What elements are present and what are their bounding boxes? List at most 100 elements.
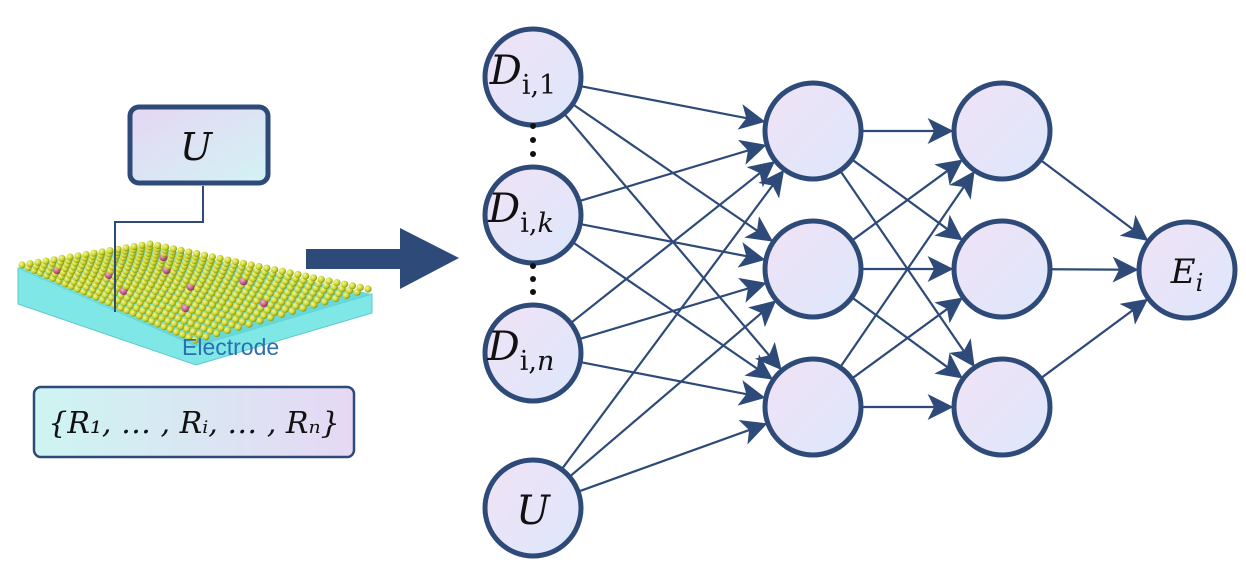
surface-atom [260, 311, 268, 320]
surface-atom [181, 317, 189, 325]
surface-atom [58, 254, 66, 262]
surface-atom [270, 308, 279, 316]
surface-atom [208, 314, 216, 322]
surface-atom [317, 275, 325, 283]
ellipsis-dots-lower [530, 263, 536, 295]
surface-atom [221, 318, 229, 326]
surface-atom [98, 248, 106, 256]
surface-atom [239, 259, 247, 267]
coordinates-set-label: {R₁, … , Rᵢ, … , Rₙ} [48, 406, 340, 441]
surface-atom [177, 322, 185, 330]
surface-atom [195, 330, 204, 338]
network-edge [851, 296, 963, 379]
input-node-4 [482, 457, 584, 559]
surface-atom [66, 253, 74, 261]
surface-atom [218, 311, 226, 319]
surface-atom [205, 306, 213, 314]
surface-atom [74, 252, 82, 260]
surface-atom [169, 245, 177, 253]
surface-atom [299, 304, 307, 312]
surface-atom [189, 328, 197, 336]
surface-atom [210, 321, 219, 330]
surface-atom [277, 310, 286, 319]
output-label-e-i: Ei [1170, 252, 1204, 297]
surface-atom [152, 312, 160, 320]
electrode-label: Electrode [182, 334, 279, 360]
surface-atom [188, 306, 196, 314]
network-edge [578, 139, 767, 203]
surface-atom [114, 245, 122, 253]
surface-atom [187, 319, 195, 327]
surface-atom [286, 269, 294, 277]
surface-atom [172, 328, 181, 336]
surface-atom [206, 327, 214, 335]
surface-atom [177, 246, 185, 254]
surface-atom [185, 248, 193, 256]
surface-atom [224, 256, 232, 264]
surface-atom [310, 301, 318, 309]
surface-atom [154, 320, 162, 328]
surface-atom [193, 250, 201, 258]
surface-atom [106, 247, 114, 255]
surface-atom [162, 309, 170, 317]
surface-atom [246, 307, 254, 315]
surface-atom [18, 261, 26, 269]
surface-atom [135, 312, 143, 320]
surface-atom [229, 308, 237, 316]
surface-atom [288, 307, 296, 315]
network-edge [839, 169, 975, 368]
coordinates-box: {R₁, … , Rᵢ, … , Rₙ} [32, 385, 356, 459]
network-edge [571, 103, 774, 242]
surface-atom [138, 241, 146, 249]
surface-atom [223, 326, 231, 334]
surface-atom [50, 256, 58, 264]
network-edge [578, 277, 767, 341]
surface-atom [148, 317, 156, 325]
network-edge [1039, 298, 1149, 380]
surface-atom [123, 306, 131, 315]
network-edge [569, 161, 776, 325]
surface-atom [170, 320, 178, 328]
surface-atom [253, 309, 261, 317]
surface-atom [228, 321, 236, 329]
network-nodes [482, 26, 1238, 559]
network-edges [560, 85, 1149, 493]
surface-atom [122, 244, 130, 252]
ellipsis-dots-upper [530, 123, 536, 157]
surface-atom [168, 312, 176, 320]
hidden1-node-1 [762, 80, 864, 182]
flow-arrow [306, 228, 459, 289]
surface-atom [292, 302, 300, 310]
hidden2-node-2 [951, 218, 1053, 320]
network-edge [851, 159, 963, 242]
network-edge [1039, 158, 1149, 241]
surface-atom [130, 243, 138, 251]
surface-atom [174, 314, 182, 322]
surface-atom [164, 317, 172, 325]
surface-atom [235, 310, 244, 318]
surface-atom [333, 279, 341, 287]
network-edge [560, 169, 785, 471]
hidden2-node-1 [951, 80, 1053, 182]
surface-atom [208, 253, 216, 261]
surface-atom [90, 249, 98, 257]
connection-wire [114, 186, 204, 312]
surface-atom [202, 333, 210, 341]
surface-atom [271, 266, 279, 274]
network-edge [571, 241, 774, 380]
surface-atom [263, 306, 272, 314]
surface-atom [193, 322, 202, 330]
surface-atom [348, 282, 356, 290]
surface-atom [267, 314, 275, 322]
surface-atom [34, 258, 42, 266]
surface-atom [139, 307, 147, 315]
surface-atom [222, 305, 230, 314]
surface-atom [145, 309, 153, 317]
network-edge [851, 297, 963, 380]
hidden1-node-2 [762, 218, 864, 320]
hidden1-node-3 [762, 356, 864, 458]
surface-atom [158, 314, 166, 323]
surface-atom [142, 315, 150, 323]
surface-atom [302, 272, 310, 280]
surface-atom [179, 331, 187, 339]
